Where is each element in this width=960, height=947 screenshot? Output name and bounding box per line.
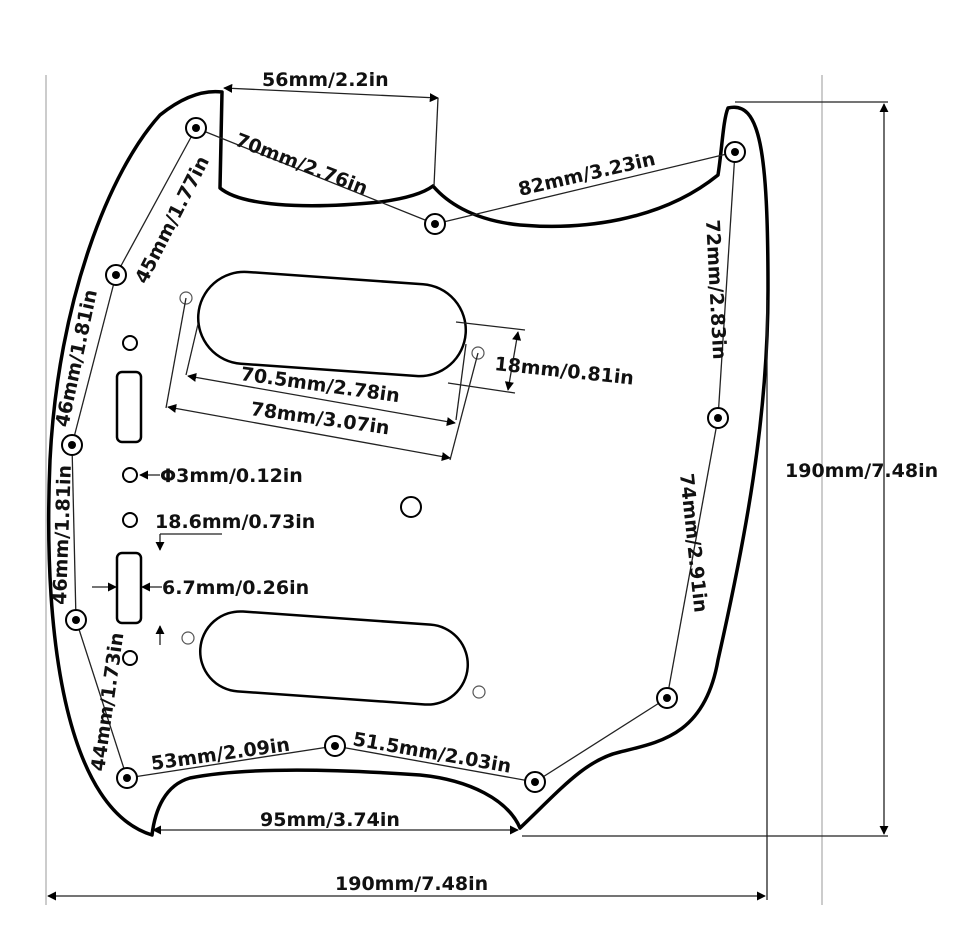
control-hole-3 [122, 512, 138, 528]
overall-height-label: 190mm/7.48in [785, 460, 938, 482]
screw-holes [61, 117, 746, 793]
screw-hole [61, 434, 83, 456]
lower-switch-slot [115, 551, 143, 625]
left-mid-lower-label: 46mm/1.81in [49, 465, 76, 606]
hole-diameter-label: Φ3mm/0.12in [160, 465, 303, 487]
control-hole-2 [122, 467, 138, 483]
bottom-cutout-width-label: 95mm/3.74in [260, 809, 400, 831]
screw-hole [116, 767, 138, 789]
mid-to-top-right-label: 82mm/3.23in [516, 148, 657, 201]
screw-hole [185, 117, 207, 139]
top-horn-width-label: 56mm/2.2in [262, 69, 389, 91]
control-hole-1 [122, 335, 138, 351]
pickguard-outline [46, 89, 770, 837]
switch-slot-width-label: 6.7mm/0.26in [162, 577, 309, 599]
control-hole-4 [122, 650, 138, 666]
lower-pickup-slot [198, 610, 470, 706]
overall-width-label: 190mm/7.48in [335, 873, 488, 895]
screw-hole [324, 735, 346, 757]
screw-hole [707, 407, 729, 429]
screw-hole [65, 609, 87, 631]
screw-hole [424, 213, 446, 235]
switch-slot-offset-label: 18.6mm/0.73in [155, 511, 315, 533]
top-left-to-mid-label: 70mm/2.76in [232, 129, 370, 200]
screw-hole [105, 264, 127, 286]
screw-hole [724, 141, 746, 163]
pickup-mount-hole [472, 685, 486, 699]
screw-hole [524, 771, 546, 793]
center-hole [400, 496, 422, 518]
screw-hole [656, 687, 678, 709]
upper-switch-slot [115, 370, 143, 444]
pickup-mount-hole [181, 631, 195, 645]
upper-pickup-slot [196, 270, 468, 378]
